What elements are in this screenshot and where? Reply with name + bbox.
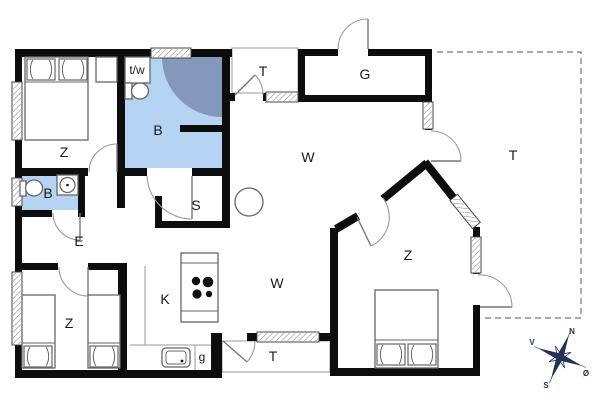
- compass-east-label: Ø: [583, 369, 589, 378]
- shower-icon: [162, 57, 222, 117]
- terrace-east-outline: [437, 51, 582, 319]
- room-label-bedroom-nw: Z: [60, 144, 69, 160]
- wall-segment: [330, 228, 338, 376]
- door: [337, 18, 369, 50]
- wall-segment: [425, 49, 432, 102]
- wall-segment: [211, 333, 222, 378]
- door: [356, 197, 390, 247]
- room-label-larder: g: [199, 350, 206, 364]
- wall-segment: [368, 49, 432, 56]
- wall-segment: [88, 263, 127, 270]
- toilet-icon: [19, 179, 44, 197]
- wall-segment: [318, 333, 338, 341]
- wall-segment: [222, 57, 230, 228]
- wall-segment: [333, 212, 361, 233]
- door: [477, 274, 513, 308]
- compass-south-label: S: [543, 381, 549, 390]
- wall-segment: [298, 49, 305, 102]
- room-label-bathroom-main: B: [153, 122, 162, 138]
- wall-segment: [473, 305, 480, 368]
- room-label-bedroom-sw: Z: [65, 315, 74, 331]
- compass-rose-icon: N V Ø S: [529, 327, 589, 390]
- window: [265, 91, 299, 103]
- room-label-sauna: S: [191, 197, 200, 213]
- window: [422, 101, 434, 130]
- kitchen-counter: [130, 266, 211, 370]
- wall-segment: [118, 263, 127, 370]
- window: [11, 81, 23, 141]
- wall-segment: [15, 168, 88, 176]
- room-label-living-south: W: [270, 275, 284, 291]
- room-label-terrace-east: T: [509, 147, 518, 163]
- wall-segment: [15, 370, 222, 378]
- door: [222, 340, 256, 363]
- wall-segment: [117, 49, 125, 208]
- door: [234, 74, 264, 96]
- room-label-living-north: W: [301, 149, 315, 165]
- wall-segment: [155, 196, 162, 228]
- sink-icon: [56, 174, 79, 196]
- wall-segment: [330, 368, 480, 376]
- room-label-bedroom-se: Z: [404, 247, 413, 263]
- wall-segment: [298, 49, 338, 56]
- door: [430, 130, 462, 162]
- wall-segment: [228, 93, 235, 101]
- wall-segment: [298, 95, 432, 102]
- room-label-bathroom-small: B: [43, 185, 52, 201]
- wall-segment: [180, 125, 228, 132]
- nightstand-icon: [95, 56, 118, 83]
- windows: [11, 47, 482, 346]
- door: [52, 212, 81, 241]
- window: [150, 47, 192, 59]
- window: [11, 271, 23, 346]
- double-bed-icon: [24, 56, 89, 141]
- window: [449, 193, 481, 230]
- compass-north-label: N: [569, 327, 575, 336]
- stove-icon: [180, 252, 219, 323]
- room-label-terrace-north: T: [259, 63, 268, 79]
- single-bed-icon: [87, 294, 121, 369]
- room-label-utility: t/w: [129, 63, 145, 77]
- wall-segment: [247, 333, 260, 341]
- terrace-north-floor: [231, 47, 299, 94]
- single-bed-icon: [21, 294, 56, 369]
- compass-west-label: V: [529, 338, 535, 347]
- double-bed-icon: [374, 289, 439, 369]
- wall-segment: [15, 263, 58, 270]
- wall-segment: [15, 210, 52, 217]
- wall-segment: [421, 159, 460, 204]
- wall-segment: [80, 210, 85, 217]
- wall-segment: [117, 168, 147, 176]
- round-table-icon: [234, 187, 264, 217]
- room-label-kitchen: K: [160, 291, 170, 307]
- room-label-annex: G: [360, 66, 371, 82]
- wall-segment: [155, 221, 230, 228]
- door: [146, 175, 193, 220]
- window: [470, 236, 482, 274]
- wall-segment: [192, 168, 228, 176]
- toilet-icon: [124, 82, 150, 100]
- wall-segment: [78, 176, 85, 217]
- kitchen-sink-icon: [161, 347, 191, 368]
- window: [256, 331, 320, 343]
- room-label-terrace-south: T: [269, 348, 278, 364]
- wall-segment: [380, 159, 430, 203]
- doors: [52, 18, 513, 363]
- room-label-entrance: E: [74, 233, 83, 249]
- utility-closet: [124, 56, 151, 84]
- door: [58, 266, 89, 297]
- door: [88, 143, 118, 173]
